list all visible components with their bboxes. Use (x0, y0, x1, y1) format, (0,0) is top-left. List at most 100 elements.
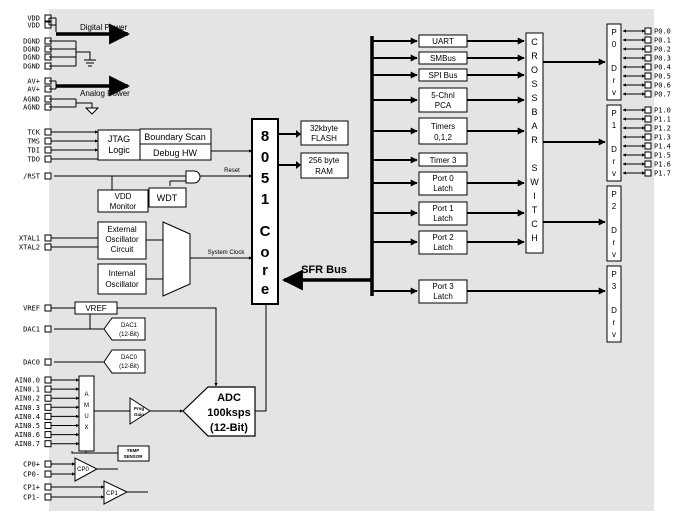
digital-power-label: Digital Power (80, 23, 127, 32)
driver-letter: P (611, 270, 616, 279)
pin-pad-tck (44, 128, 52, 136)
pin-p1-3: P1.3 (654, 134, 671, 142)
port0-line1: Port 0 (432, 174, 454, 183)
cp1-comparator (103, 480, 129, 505)
pin-p0-3: P0.3 (654, 55, 671, 63)
driver-letter: P (611, 190, 616, 199)
driver-letter: D (611, 306, 617, 315)
peripherals: UART SMBus SPI Bus 5-Chnl PCA Timers 0,1… (418, 34, 606, 304)
pin-cp1: CP1+ (23, 484, 40, 492)
pin-pad-cp1 (44, 483, 52, 491)
pin-pad-rst (44, 172, 52, 180)
pin-pad-vref (44, 304, 52, 312)
driver-letter: 1 (612, 121, 617, 130)
prog-gain-amp (129, 397, 151, 425)
crossbar-letter: B (531, 107, 537, 117)
pin-p1-7: P1.7 (654, 170, 671, 178)
pin-pad-p1-7 (644, 169, 652, 177)
vdd-monitor-line1: VDD (115, 192, 132, 201)
crossbar-letter: C (531, 37, 538, 47)
pin-pad-ain0-0 (44, 376, 52, 384)
pin-ain0-4: AIN0.4 (15, 413, 40, 421)
timers-box (418, 117, 468, 145)
clock-mux (162, 221, 191, 297)
driver-letter: v (612, 88, 616, 97)
pin-pad-tdo (44, 155, 52, 163)
pin-pad-ain0-2 (44, 394, 52, 402)
pin-ain0-1: AIN0.1 (15, 386, 40, 394)
sfr-bus: SFR Bus (281, 36, 418, 296)
sfr-bus-label: SFR Bus (301, 264, 347, 276)
pin-ain0-2: AIN0.2 (15, 395, 40, 403)
core-8051-box (251, 118, 279, 305)
pin-dgnd: DGND (23, 46, 40, 54)
flash-line1: 32kbyte (310, 124, 339, 133)
pin-pad-ain0-6 (44, 431, 52, 439)
flash-box (300, 120, 349, 146)
pin-p1-5: P1.5 (654, 152, 671, 160)
core-letter: C (260, 223, 271, 240)
pin-pad-dac0 (44, 358, 52, 366)
ram-line1: 256 byte (309, 156, 340, 165)
pin-p0-1: P0.1 (654, 37, 671, 45)
port0-line2: Latch (433, 184, 453, 193)
dac1-block (103, 317, 146, 341)
timers-line1: Timers (431, 122, 455, 131)
pin-tms: TMS (27, 138, 40, 146)
pin-pad-tdi (44, 146, 52, 154)
dac0-block (103, 349, 146, 374)
crossbar-letter: H (531, 233, 538, 243)
pin-p1-1: P1.1 (654, 116, 671, 124)
amux-letter: U (84, 414, 88, 420)
jtag-logic-box (97, 129, 141, 161)
pin-dac1: DAC1 (23, 326, 40, 334)
amux-letter: X (84, 425, 88, 431)
core-letter: 0 (261, 149, 269, 166)
crossbar-letter: S (531, 93, 537, 103)
cp0-comparator (74, 457, 99, 482)
wdt-box (148, 187, 187, 208)
timer3-label: Timer 3 (430, 156, 457, 165)
pin-p1-6: P1.6 (654, 161, 671, 169)
pin-vref: VREF (23, 305, 40, 313)
pin-dgnd: DGND (23, 38, 40, 46)
pin-pad-ain0-4 (44, 412, 52, 420)
debug-hw-label: Debug HW (153, 148, 198, 158)
ground-symbol-analog (84, 107, 100, 115)
uart-label: UART (432, 37, 454, 46)
driver-letter: D (611, 226, 617, 235)
spi-label: SPI Bus (429, 71, 458, 80)
port2-line2: Latch (433, 243, 453, 252)
pin-cp0: CP0+ (23, 461, 40, 469)
adc-line2: 100ksps (207, 407, 250, 419)
ram-line2: RAM (315, 167, 333, 176)
pin-pad-ain0-1 (44, 385, 52, 393)
port3-line1: Port 3 (432, 282, 454, 291)
pin-p1-2: P1.2 (654, 125, 671, 133)
debug-hw-box (139, 143, 212, 161)
driver-letter: v (612, 330, 616, 339)
crossbar-letter: T (532, 205, 538, 215)
pin-av: AV+ (27, 86, 40, 94)
p2-driver-box (606, 185, 622, 262)
ext-osc-line2: Oscillator (105, 235, 139, 244)
pin-ain0-6: AIN0.6 (15, 431, 40, 439)
pin-vdd: VDD (27, 22, 40, 30)
pin-pad-p1-1 (644, 115, 652, 123)
pin-av: AV+ (27, 78, 40, 86)
pin-p0-5: P0.5 (654, 73, 671, 81)
pin-pad-p0-7 (644, 90, 652, 98)
temp-sensor-line2: SENSOR (123, 454, 143, 459)
amux-letter: A (84, 392, 88, 398)
core-letter: o (260, 244, 269, 261)
prog-gain-line1: Prog (134, 406, 145, 411)
pin-pad-p1-0 (644, 106, 652, 114)
p3-driver-box (606, 265, 622, 343)
core-letter: 1 (261, 191, 269, 208)
amux-letter: M (84, 403, 89, 409)
external-oscillator-box (97, 221, 147, 260)
